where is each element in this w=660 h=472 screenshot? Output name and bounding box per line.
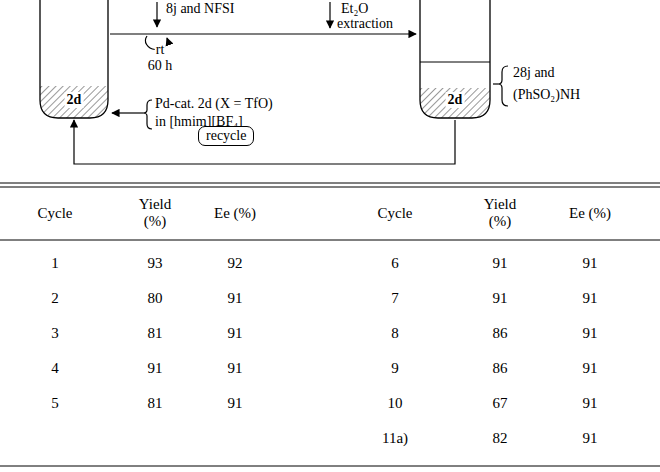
scheme-label: 8j and NFSI — [165, 1, 235, 17]
scheme-label: rt — [155, 42, 166, 58]
table-cell: 92 — [227, 255, 244, 272]
table-cell: 9 — [390, 360, 400, 377]
table-cell: 91 — [227, 325, 244, 342]
table-cell: 2 — [50, 290, 60, 307]
table-cell: 5 — [50, 395, 60, 412]
table-cell: 91 — [147, 360, 164, 377]
test-tube — [420, 0, 490, 120]
table-cell: 10 — [387, 395, 404, 412]
table-header: Ee (%) — [210, 205, 260, 222]
test-tube-contents: 2d — [420, 0, 490, 118]
table-cell: 3 — [50, 325, 60, 342]
table-cell: 81 — [147, 395, 164, 412]
table-cell: 7 — [390, 290, 400, 307]
table-header: Yield (%) — [475, 196, 525, 230]
table-cell: 91 — [582, 430, 599, 447]
compound-label: 2d — [446, 92, 465, 108]
table-cell: 91 — [582, 255, 599, 272]
scheme-label: extraction — [336, 16, 394, 32]
table-cell: 91 — [227, 395, 244, 412]
table-cell: 67 — [492, 395, 509, 412]
table-cell: 4 — [50, 360, 60, 377]
table-cell: 91 — [492, 290, 509, 307]
table-header: Ee (%) — [565, 205, 615, 222]
table-cell: 86 — [492, 325, 509, 342]
table-cell: 82 — [492, 430, 509, 447]
table-cell: 91 — [227, 290, 244, 307]
table-cell: 91 — [227, 360, 244, 377]
scheme-label: (PhSO₂)NH — [512, 87, 581, 103]
recycle-label: recycle — [198, 126, 254, 146]
table-cell: 91 — [582, 395, 599, 412]
scheme-label: Et₂O — [340, 1, 369, 17]
table-cell: 91 — [582, 325, 599, 342]
table-cell: 1 — [50, 255, 60, 272]
table-cell: 91 — [492, 255, 509, 272]
table-cell: 80 — [147, 290, 164, 307]
table-cell: 81 — [147, 325, 164, 342]
table-cell: 91 — [582, 360, 599, 377]
table-cell: 86 — [492, 360, 509, 377]
table-cell: 91 — [582, 290, 599, 307]
scheme-label: 60 h — [147, 58, 174, 74]
table-header: Cycle — [30, 205, 80, 222]
scheme-label: 28j and — [512, 65, 556, 81]
table-cell: 93 — [147, 255, 164, 272]
table-header: Yield (%) — [130, 196, 180, 230]
recycle-arrow — [74, 120, 455, 164]
table-rules — [0, 183, 660, 466]
reaction-arrows — [110, 2, 508, 129]
table-header: Cycle — [370, 205, 420, 222]
scheme-label: Pd-cat. 2d (X = TfO) — [154, 96, 274, 112]
compound-label: 2d — [65, 92, 84, 108]
test-tube — [40, 0, 108, 120]
table-cell: 8 — [390, 325, 400, 342]
table-cell: 11a) — [381, 430, 409, 447]
table-cell: 6 — [390, 255, 400, 272]
test-tube-contents: 2d — [40, 0, 108, 118]
